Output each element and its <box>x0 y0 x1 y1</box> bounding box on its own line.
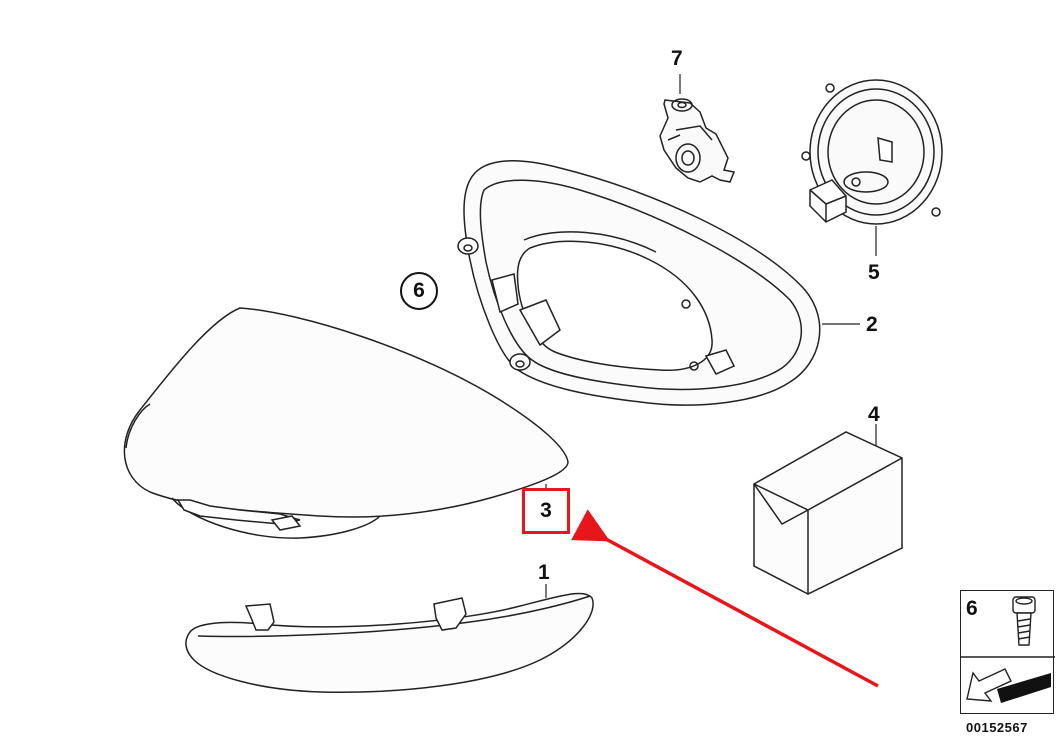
callout-part-5: 5 <box>868 261 880 284</box>
callout-part-3: 3 <box>540 499 552 522</box>
diagram-number: 00152567 <box>966 720 1028 735</box>
inset-artwork <box>961 596 1055 703</box>
part-2-housing-frame <box>457 160 821 406</box>
bolt-icon <box>1012 596 1036 646</box>
highlight-arrow <box>571 509 879 688</box>
callout-part-6-circled: 6 <box>400 272 438 310</box>
part-5-drive <box>801 79 943 225</box>
highlight-box-part-3: 3 <box>522 488 570 534</box>
callout-part-2: 2 <box>866 313 878 336</box>
part-4-kit-box <box>753 431 903 595</box>
inset-label: 6 <box>966 597 978 620</box>
callout-part-7: 7 <box>671 47 683 70</box>
inset-box: 6 <box>960 590 1055 714</box>
arrow-to-surface-icon <box>966 668 1051 703</box>
part-3-mirror-cap <box>123 307 569 539</box>
callout-part-1: 1 <box>538 561 550 584</box>
callout-part-4: 4 <box>868 403 880 426</box>
part-1-indicator-lens <box>185 592 594 693</box>
callout-part-6-label: 6 <box>413 279 425 302</box>
part-7-bracket <box>659 98 736 183</box>
